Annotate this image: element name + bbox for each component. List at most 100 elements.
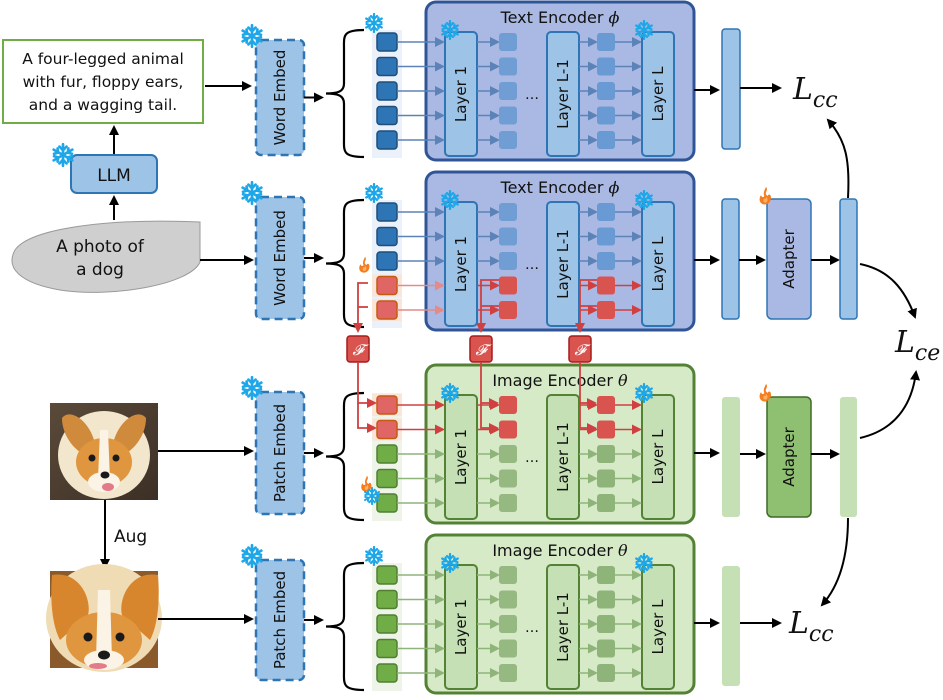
text-encoder-1-symbol: ϕ xyxy=(609,8,620,27)
word-embed-block-1-label: Word Embed xyxy=(271,50,289,146)
image-encoder-2-tokens-frozen-snowflake-icon xyxy=(365,546,383,566)
image-encoder-1-prompt-token-1 xyxy=(376,395,398,415)
llm-block: LLM xyxy=(70,154,158,194)
prompt-line-2: a dog xyxy=(76,260,124,280)
text-encoder-2-token-1 xyxy=(376,202,398,222)
image-encoder-2-layer-1-block xyxy=(444,564,478,690)
dog-image-original xyxy=(50,403,158,500)
patch-embed-block-2: Patch Embed xyxy=(241,544,324,682)
image-encoder-2-layer-1-label: Layer 1 xyxy=(452,599,470,655)
loss-cc-text: Lcc xyxy=(792,72,838,113)
image-encoder-1-layer-1-block xyxy=(444,394,478,520)
text-encoder-1-token-4-layer-lm1-feature xyxy=(597,106,615,125)
image-encoder-1-prompt-token-2 xyxy=(376,419,398,440)
image-encoder-2-token-2-layer1-feature xyxy=(499,590,517,609)
loss-ce-main: L xyxy=(894,325,915,360)
text-adapted-feature-bar xyxy=(839,198,858,320)
image-encoder-1-prompt-token-2-layer-lm1-feature xyxy=(597,420,615,439)
text-adapter: Adapter xyxy=(759,186,812,320)
image-encoder-1-layer-l-minus-1-block xyxy=(546,394,580,520)
text-encoder-2-token-3 xyxy=(376,251,398,271)
text-encoder-1-title: Text Encoder ϕ xyxy=(500,8,620,27)
text-encoder-1-token-2-layer1-feature xyxy=(499,57,517,76)
text-encoder-1-title-text: Text Encoder xyxy=(500,8,609,27)
image-encoder-1-token-3-layer1-feature xyxy=(499,445,517,463)
image-feature-bar-2 xyxy=(722,566,740,686)
loss-ce: Lce xyxy=(894,325,940,366)
image-encoder-2-token-5 xyxy=(376,663,398,683)
text-encoder-1-layer-l-label: Layer L xyxy=(649,66,667,122)
image-encoder-1-token-3-layer-lm1-feature xyxy=(597,445,615,463)
text-encoder-1-token-3-layer-lm1-feature xyxy=(597,82,615,100)
image-encoder-1-title: Image Encoder θ xyxy=(492,371,628,390)
prompt-text-shape: A photo of a dog xyxy=(11,220,201,293)
text-encoder-2-title: Text Encoder ϕ xyxy=(500,178,620,197)
image-encoder-2-title: Image Encoder θ xyxy=(492,541,628,560)
text-feature-bar-1 xyxy=(721,28,741,150)
text-encoder-2-prompt-token-4 xyxy=(376,275,398,296)
image-encoder-2-token-2-layer-lm1-feature xyxy=(597,590,615,609)
image-adapter: Adapter xyxy=(759,383,812,518)
word-embed-block-2-box xyxy=(254,195,306,321)
image-encoder-1-prompt-token-1-layer-lm1-feature xyxy=(597,396,615,414)
text-encoder-2-token-3-layer1-feature xyxy=(499,252,517,270)
image-adapter-trainable-flame-icon xyxy=(759,383,771,402)
image-encoder-2-token-3-layer-lm1-feature xyxy=(597,615,615,633)
text-encoder-2-prompt-trainable-flame-icon xyxy=(359,256,370,273)
augmentation-label: Aug xyxy=(114,527,147,547)
description-line-2: with fur, floppy ears, xyxy=(23,73,184,91)
image-encoder-2-token-5-layer-lm1-feature xyxy=(597,664,615,682)
text-encoder-2-layer-l-block xyxy=(641,201,675,327)
text-encoder-2-token-1-layer1-feature xyxy=(499,203,517,221)
fusion-connector-3 xyxy=(476,279,499,333)
fusion-module-3: 𝓕 xyxy=(568,335,592,363)
text-encoder-1-token-1-layer1-feature xyxy=(499,33,517,51)
image-encoder-1-token-5-layer-lm1-feature xyxy=(597,494,615,512)
image-encoder-2-ellipsis: … xyxy=(525,620,539,636)
text-encoder-1-token-5-layer-lm1-feature xyxy=(597,131,615,149)
text-encoder-2-token-2-layer1-feature xyxy=(499,227,517,246)
image-encoder-1-token-4 xyxy=(376,468,398,489)
loss-cc-image: Lcc xyxy=(788,606,834,647)
image-encoder-2-layer-l-minus-1-block xyxy=(546,564,580,690)
patch-embed-block-1: Patch Embed xyxy=(241,376,324,516)
image-adapter-box xyxy=(766,396,812,518)
image-encoder-2-title-text: Image Encoder xyxy=(492,541,618,560)
image-encoder-1-layer-l-minus-1-label: Layer L-1 xyxy=(554,422,572,492)
loss-cc-image-subscript: cc xyxy=(809,622,834,647)
image-adapted-to-lcc-arrow xyxy=(820,517,849,607)
fusion-connector-5 xyxy=(575,279,597,333)
text-encoder-2-tokens-frozen-snowflake-icon xyxy=(365,183,383,203)
image-encoder-2-symbol: θ xyxy=(618,541,628,560)
text-encoder-1-token-4 xyxy=(376,105,398,126)
text-encoder-1-layer-l-minus-1-label: Layer L-1 xyxy=(554,59,572,129)
text-adapter-trainable-flame-icon xyxy=(759,186,771,205)
text-encoder-1-token-2 xyxy=(376,56,398,77)
image-encoder-1-token-4-layer-lm1-feature xyxy=(597,469,615,488)
image-adapter-label: Adapter xyxy=(780,426,798,486)
image-encoder-1-layer-l-label: Layer L xyxy=(649,429,667,485)
patch-embed-block-1-label: Patch Embed xyxy=(271,404,289,502)
text-encoder-2-prompt-token-5-layer-lm1-feature xyxy=(597,301,615,319)
text-encoder-1-layer-l-block xyxy=(641,31,675,157)
text-encoder-2-symbol: ϕ xyxy=(609,178,620,197)
text-encoder-1-token-3-layer1-feature xyxy=(499,82,517,100)
fusion-connector-9 xyxy=(480,362,499,433)
fusion-connector-8 xyxy=(357,403,377,433)
llm-label: LLM xyxy=(97,166,131,186)
image-encoder-1-ellipsis: … xyxy=(525,450,539,466)
image-encoder-2-layer-l-block xyxy=(641,564,675,690)
prompt-line-1: A photo of xyxy=(56,237,145,257)
image-encoder-2-token-3 xyxy=(376,614,398,634)
image-encoder-2-token-4 xyxy=(376,638,398,659)
image-encoder-2-token-1-layer-lm1-feature xyxy=(597,566,615,584)
text-encoder-2-layer-l-minus-1-block xyxy=(546,201,580,327)
fusion-connector-11 xyxy=(579,362,597,433)
text-feature-bar-2 xyxy=(721,198,740,320)
text-encoder-2-title-text: Text Encoder xyxy=(500,178,609,197)
llm-frozen-snowflake-icon xyxy=(52,143,74,167)
